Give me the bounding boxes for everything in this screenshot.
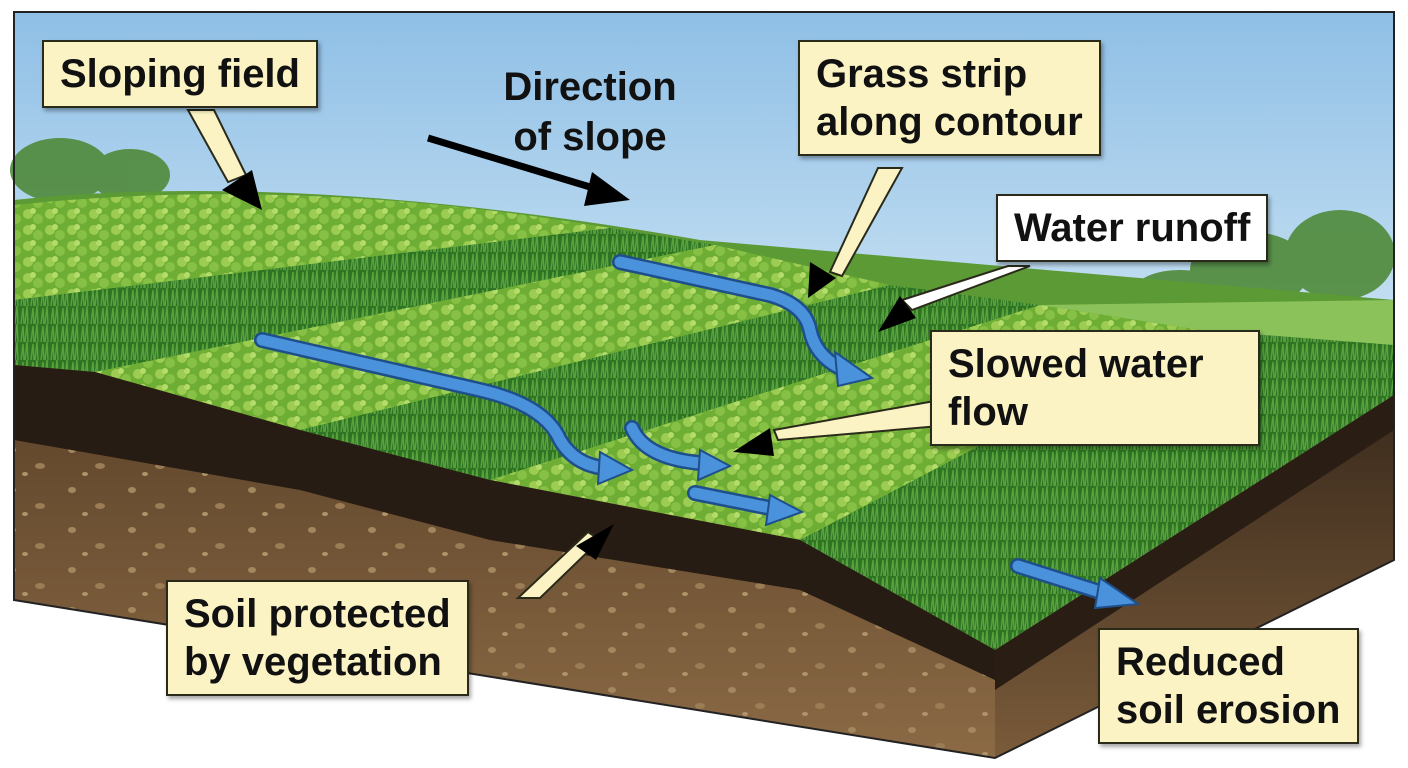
label-slowed-water-flow: Slowed water flow bbox=[930, 330, 1260, 446]
sloping-field-text: Sloping field bbox=[60, 52, 300, 96]
grass-strip-line-1: Grass strip bbox=[816, 52, 1028, 96]
soil-protected-line-2: by vegetation bbox=[184, 640, 442, 684]
label-grass-strip: Grass strip along contour bbox=[798, 40, 1101, 156]
slowed-line-1: Slowed water bbox=[948, 342, 1204, 386]
direction-line-1: Direction bbox=[503, 65, 677, 109]
reduced-erosion-line-1: Reduced bbox=[1116, 640, 1285, 684]
grass-strip-line-2: along contour bbox=[816, 100, 1083, 144]
label-water-runoff: Water runoff bbox=[996, 194, 1269, 262]
label-soil-protected: Soil protected by vegetation bbox=[166, 580, 469, 696]
label-reduced-erosion: Reduced soil erosion bbox=[1098, 628, 1359, 744]
reduced-erosion-line-2: soil erosion bbox=[1116, 688, 1341, 732]
water-runoff-text: Water runoff bbox=[1014, 206, 1251, 250]
soil-protected-line-1: Soil protected bbox=[184, 592, 451, 636]
slowed-line-2: flow bbox=[948, 390, 1028, 434]
label-sloping-field: Sloping field bbox=[42, 40, 318, 108]
label-direction-of-slope: Direction of slope bbox=[470, 62, 710, 162]
direction-line-2: of slope bbox=[513, 115, 667, 159]
